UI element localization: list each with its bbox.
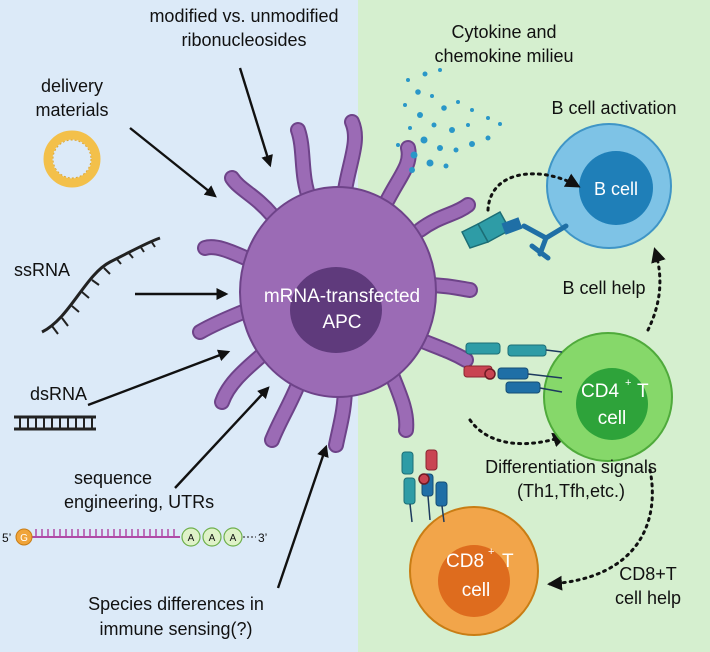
- polya-label-2: A: [209, 533, 216, 544]
- cd4-label-main: CD4: [581, 381, 619, 402]
- label-cytokine-1: Cytokine and: [451, 22, 556, 42]
- mrna-construct: 5’ G A A A 3’: [2, 527, 267, 547]
- arrow-b-help: [646, 247, 666, 332]
- label-cytokine-2: chemokine milieu: [434, 46, 573, 66]
- cd8-cell-nucleus: [438, 545, 510, 617]
- b-cell-label: B cell: [594, 179, 638, 199]
- polya-bead-3: [223, 527, 243, 547]
- label-dsrna: dsRNA: [30, 384, 87, 404]
- mrna-cap-label: G: [20, 533, 28, 544]
- label-diff-signals-1: Differentiation signals: [485, 457, 657, 477]
- label-delivery-2: materials: [35, 100, 108, 120]
- apc-label-line2: APC: [322, 312, 361, 333]
- label-diff-signals-2: (Th1,Tfh,etc.): [517, 481, 625, 501]
- label-species-2: immune sensing(?): [99, 619, 252, 639]
- arrow-species: [276, 444, 329, 589]
- cd8-label-t: T: [502, 551, 514, 572]
- arrow-sequence: [174, 386, 270, 489]
- arrow-b-activation: [486, 172, 581, 212]
- cd8-label-main: CD8: [446, 551, 484, 572]
- apc-label-line1: mRNA-transfected: [264, 286, 420, 307]
- polya-label-1: A: [188, 533, 195, 544]
- cd8-label-cell: cell: [462, 580, 491, 601]
- cd4-label-t: T: [637, 381, 649, 402]
- label-ribonucleosides-2: ribonucleosides: [181, 30, 306, 50]
- label-sequence-2: engineering, UTRs: [64, 492, 214, 512]
- arrow-diff-signals: [468, 418, 568, 447]
- label-ribonucleosides-1: modified vs. unmodified: [149, 6, 338, 26]
- arrow-ribonucleosides: [238, 67, 273, 168]
- ssrna-icon: [41, 236, 161, 335]
- cd4-label-cell: cell: [598, 408, 627, 429]
- mrna-cap: [15, 528, 33, 546]
- cd8-label-sup: +: [488, 546, 494, 558]
- label-ssrna: ssRNA: [14, 260, 70, 280]
- arrow-dsrna: [87, 349, 231, 407]
- cd8-mhc-tcr-complex: [401, 449, 448, 523]
- mrna-five-prime: 5’: [2, 531, 11, 545]
- mrna-ticks: [35, 529, 175, 537]
- cd4-cell-nucleus: [576, 368, 648, 440]
- polya-bead-2: [202, 527, 222, 547]
- label-sequence-1: sequence: [74, 468, 152, 488]
- dsrna-icon: [14, 415, 96, 431]
- arrow-cd8-help: [547, 468, 654, 591]
- cytokine-dots: [396, 68, 502, 173]
- delivery-ring-inner-line: [52, 139, 92, 179]
- cd4-label-sup: +: [625, 377, 631, 389]
- label-b-help: B cell help: [562, 278, 645, 298]
- apc-nucleus: [290, 267, 382, 353]
- arrow-delivery: [129, 127, 217, 198]
- mrna-three-prime: 3’: [258, 531, 267, 545]
- polya-bead-1: [181, 527, 201, 547]
- label-cd8-help-1: CD8+T: [619, 564, 677, 584]
- label-delivery-1: delivery: [41, 76, 103, 96]
- bcr-antigen-complex: [460, 210, 569, 261]
- cd4-mhc-tcr-complex: [463, 342, 563, 394]
- label-species-1: Species differences in: [88, 594, 264, 614]
- b-cell-nucleus: [579, 151, 653, 225]
- delivery-material-icon: [43, 130, 101, 188]
- label-cd8-help-2: cell help: [615, 588, 681, 608]
- label-b-activation: B cell activation: [551, 98, 676, 118]
- polya-label-3: A: [230, 533, 237, 544]
